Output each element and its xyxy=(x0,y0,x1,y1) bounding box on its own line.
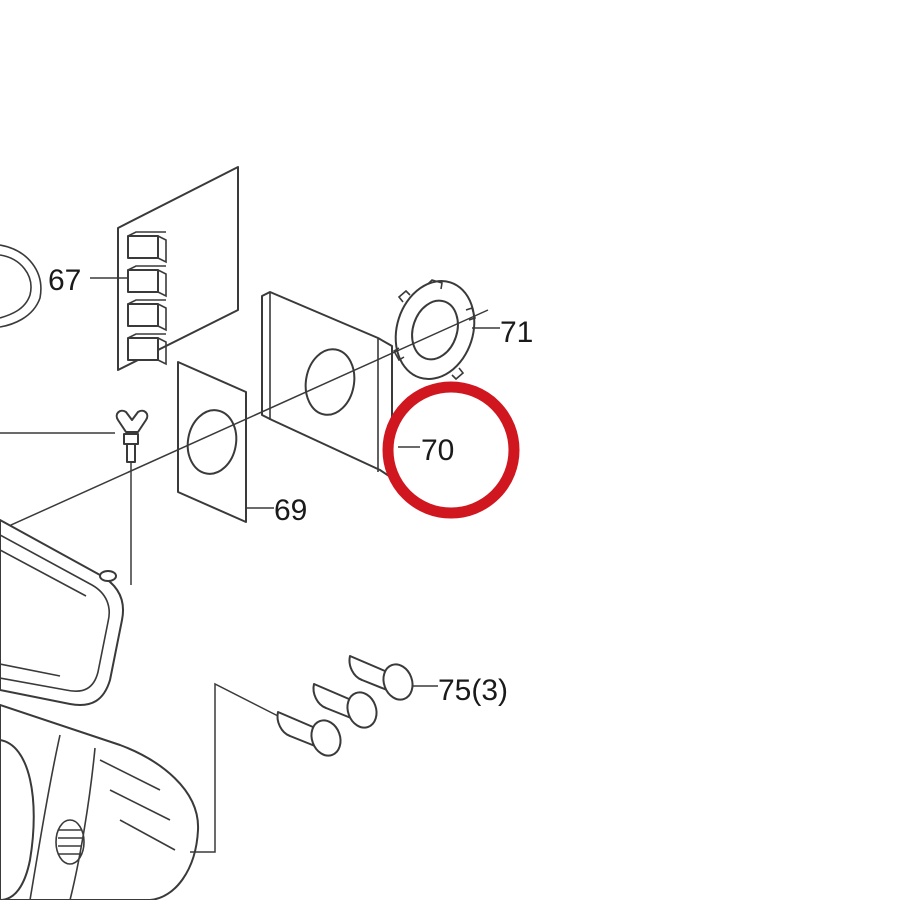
highlight-circle xyxy=(382,381,520,519)
capacitor-2 xyxy=(312,683,378,729)
part-70-bracket-plate xyxy=(261,291,420,479)
main-housing xyxy=(0,519,200,900)
callout-70: 70 xyxy=(421,434,454,467)
part-75-capacitors xyxy=(190,655,438,853)
callout-67: 67 xyxy=(48,264,81,297)
part-67-circuit-board xyxy=(90,166,239,371)
cable-clip xyxy=(115,409,149,585)
part-71-lock-nut xyxy=(392,279,500,381)
cable-loop xyxy=(0,244,42,328)
callout-71: 71 xyxy=(500,316,533,349)
assembly-axis-lines xyxy=(0,309,489,531)
capacitor-3 xyxy=(348,655,414,701)
part-69-gasket xyxy=(177,361,274,523)
capacitor-1 xyxy=(276,711,342,757)
callout-75: 75(3) xyxy=(438,674,508,707)
callout-69: 69 xyxy=(274,494,307,527)
